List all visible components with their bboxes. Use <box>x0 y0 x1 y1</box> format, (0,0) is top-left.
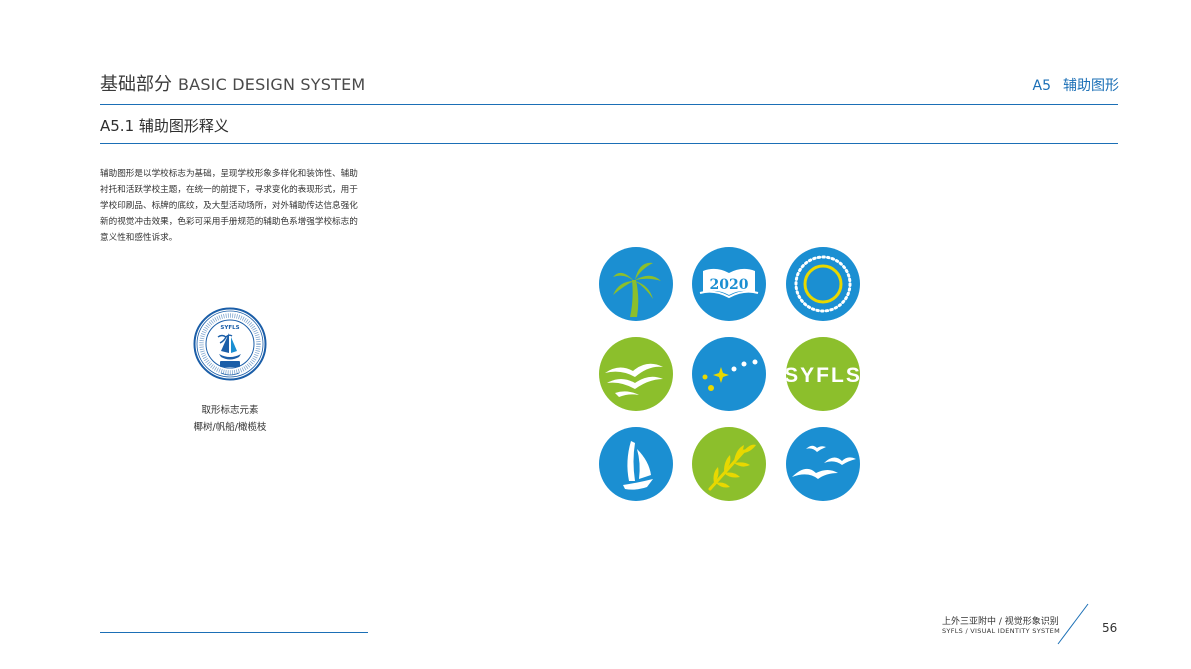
open-book-icon: 2020 <box>692 247 766 321</box>
section-divider <box>100 143 1118 144</box>
sun-ring-icon <box>786 247 860 321</box>
header-section-name: 辅助图形 <box>1063 78 1119 94</box>
body-line: 新的视觉冲击效果，色彩可采用手册规范的辅助色系增强学校标志的 <box>100 217 358 227</box>
footer-slash-divider <box>1057 603 1089 645</box>
page-header-title: 基础部分 BASIC DESIGN SYSTEM <box>100 70 365 96</box>
page-number: 56 <box>1102 621 1118 635</box>
body-line: 辅助图形是以学校标志为基础，呈现学校形象多样化和装饰性、辅助 <box>100 169 358 179</box>
waves-icon <box>599 337 673 411</box>
sailboat-icon <box>599 427 673 501</box>
olive-branch-icon <box>692 427 766 501</box>
logo-caption-elements: 椰树/帆船/橄榄枝 <box>193 422 267 433</box>
logo-caption-title: 取形标志元素 <box>201 405 259 416</box>
header-section-label: A5 辅助图形 <box>1033 75 1119 95</box>
header-title-cn: 基础部分 <box>100 74 172 95</box>
header-divider <box>100 104 1118 105</box>
star-dots-icon <box>692 337 766 411</box>
header-section-code: A5 <box>1032 78 1051 94</box>
book-year-text: 2020 <box>710 277 749 293</box>
syfls-text: SYFLS <box>786 364 860 387</box>
seagulls-icon <box>786 427 860 501</box>
section-title: A5.1 辅助图形释义 <box>100 117 229 135</box>
school-emblem-logo: SYFLS <box>193 307 267 381</box>
body-paragraph: 辅助图形是以学校标志为基础，呈现学校形象多样化和装饰性、辅助 衬托和活跃学校主题… <box>100 166 382 246</box>
footer-divider <box>100 632 368 633</box>
body-line: 意义性和感性诉求。 <box>100 233 178 243</box>
palm-tree-icon <box>599 247 673 321</box>
body-line: 学校印刷品、标牌的底纹，及大型活动场所，对外辅助传达信息强化 <box>100 201 358 211</box>
footer-title-en: SYFLS / VISUAL IDENTITY SYSTEM <box>942 627 1060 635</box>
emblem-text: SYFLS <box>220 325 239 331</box>
body-line: 衬托和活跃学校主题，在统一的前提下，寻求变化的表现形式，用于 <box>100 185 358 195</box>
syfls-text-icon: SYFLS <box>786 337 860 411</box>
footer-title-cn: 上外三亚附中 / 视觉形象识别 <box>942 617 1059 627</box>
header-title-en: BASIC DESIGN SYSTEM <box>178 75 366 94</box>
